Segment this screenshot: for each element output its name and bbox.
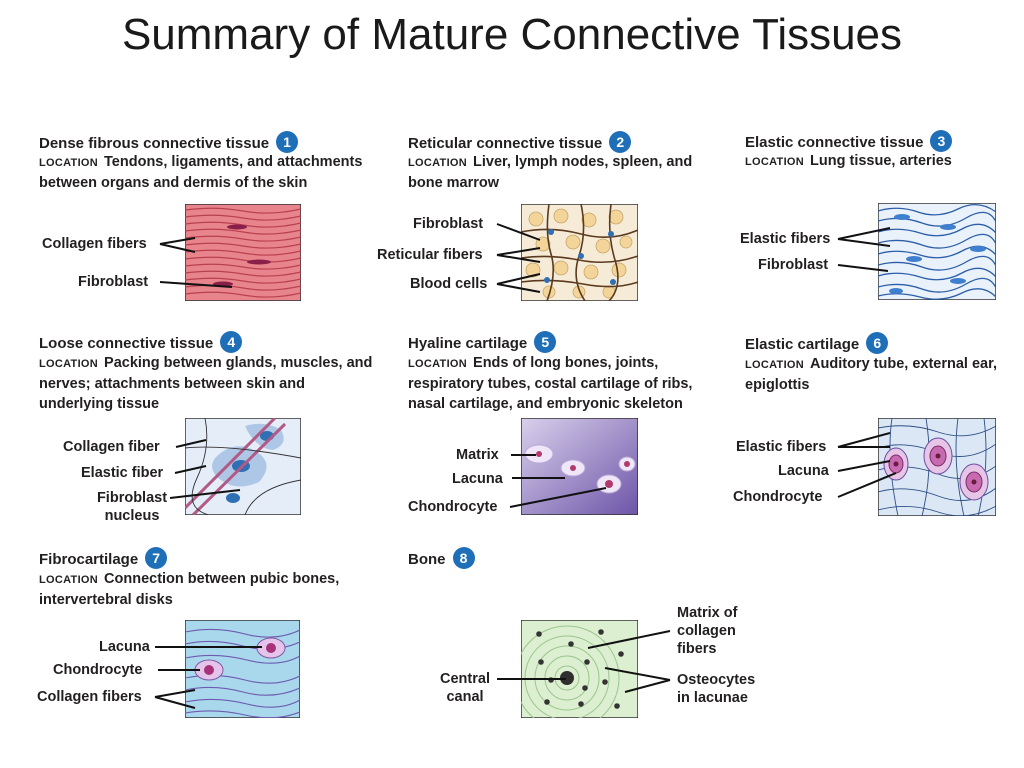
panel-heading: Loose connective tissue 4 <box>39 331 243 353</box>
panel-number-badge: 7 <box>145 547 168 569</box>
location-keyword: LOCATION <box>39 358 99 370</box>
label-reticular-fibers: Reticular fibers <box>377 247 483 263</box>
hyaline-cartilage-micrograph <box>521 418 638 515</box>
label-matrix: Matrix <box>456 447 499 463</box>
panel-number-badge: 3 <box>930 130 953 152</box>
panel-heading: Bone 8 <box>408 547 475 569</box>
panel-title: Elastic connective tissue <box>745 134 924 151</box>
elastic-tissue-micrograph <box>878 203 996 300</box>
loose-tissue-micrograph <box>185 418 301 515</box>
label-elastic-fibers: Elastic fibers <box>736 439 827 455</box>
location-value: Ends of long bones, joints, respiratory … <box>408 355 693 412</box>
panel-number-badge: 6 <box>866 332 889 354</box>
label-collagen-fibers: Collagen fibers <box>42 236 147 252</box>
location-keyword: LOCATION <box>745 359 805 371</box>
page-title: Summary of Mature Connective Tissues <box>121 10 903 59</box>
location-value: Auditory tube, external ear, epiglottis <box>745 356 997 393</box>
panel-title: Fibrocartilage <box>39 551 139 568</box>
label-chondrocyte: Chondrocyte <box>53 662 143 678</box>
location-value: Liver, lymph nodes, spleen, and bone mar… <box>408 154 693 191</box>
panel-heading: Elastic connective tissue 3 <box>745 130 953 152</box>
panel-heading: Elastic cartilage 6 <box>745 332 889 354</box>
panel-title: Bone <box>408 551 446 568</box>
label-collagen-fibers: Collagen fibers <box>37 689 142 705</box>
label-fibroblast-nucleus: Fibroblast nucleus <box>96 490 168 524</box>
label-fibroblast: Fibroblast <box>758 257 829 273</box>
location-keyword: LOCATION <box>39 157 99 169</box>
panel-number-badge: 2 <box>609 131 632 153</box>
panel-heading: Dense fibrous connective tissue 1 <box>39 131 299 153</box>
panel-number-badge: 8 <box>452 547 475 569</box>
label-collagen-fiber: Collagen fiber <box>63 439 160 455</box>
label-osteocytes-in-lacunae: Osteocytes in lacunae <box>677 672 756 706</box>
label-elastic-fibers: Elastic fibers <box>740 231 831 247</box>
label-fibroblast: Fibroblast <box>413 216 484 232</box>
label-matrix-of-collagen-fibers: Matrix of collagen fibers <box>677 605 738 657</box>
label-fibroblast: Fibroblast <box>78 274 149 290</box>
label-blood-cells: Blood cells <box>410 276 488 292</box>
label-chondrocyte: Chondrocyte <box>408 499 498 515</box>
panel-title: Loose connective tissue <box>39 335 214 352</box>
panel-heading: Fibrocartilage 7 <box>39 547 168 569</box>
panel-number-badge: 4 <box>220 331 243 353</box>
panel-number-badge: 1 <box>276 131 299 153</box>
label-chondrocyte: Chondrocyte <box>733 489 823 505</box>
elastic-cartilage-micrograph <box>878 418 996 516</box>
panel-title: Elastic cartilage <box>745 336 860 353</box>
location-keyword: LOCATION <box>39 574 99 586</box>
panel-title: Dense fibrous connective tissue <box>39 135 270 152</box>
fibrocartilage-micrograph <box>185 620 300 718</box>
location-keyword: LOCATION <box>745 156 805 168</box>
label-central-canal: Central canal <box>440 671 490 705</box>
label-lacuna: Lacuna <box>778 463 829 479</box>
label-lacuna: Lacuna <box>452 471 503 487</box>
label-lacuna: Lacuna <box>99 639 150 655</box>
label-elastic-fiber: Elastic fiber <box>81 465 164 481</box>
location-keyword: LOCATION <box>408 358 468 370</box>
location-value: Packing between glands, muscles, and ner… <box>39 355 373 412</box>
panel-title: Reticular connective tissue <box>408 135 603 152</box>
reticular-tissue-micrograph <box>521 204 638 301</box>
location-value: Lung tissue, arteries <box>810 153 952 169</box>
location-text: LOCATION Lung tissue, arteries <box>745 151 1015 172</box>
panel-number-badge: 5 <box>534 331 557 353</box>
panel-title: Hyaline cartilage <box>408 335 528 352</box>
panel-heading: Hyaline cartilage 5 <box>408 331 557 353</box>
panel-heading: Reticular connective tissue 2 <box>408 131 632 153</box>
location-value: Tendons, ligaments, and attachments betw… <box>39 154 363 191</box>
location-keyword: LOCATION <box>408 157 468 169</box>
location-value: Connection between pubic bones, interver… <box>39 571 340 608</box>
